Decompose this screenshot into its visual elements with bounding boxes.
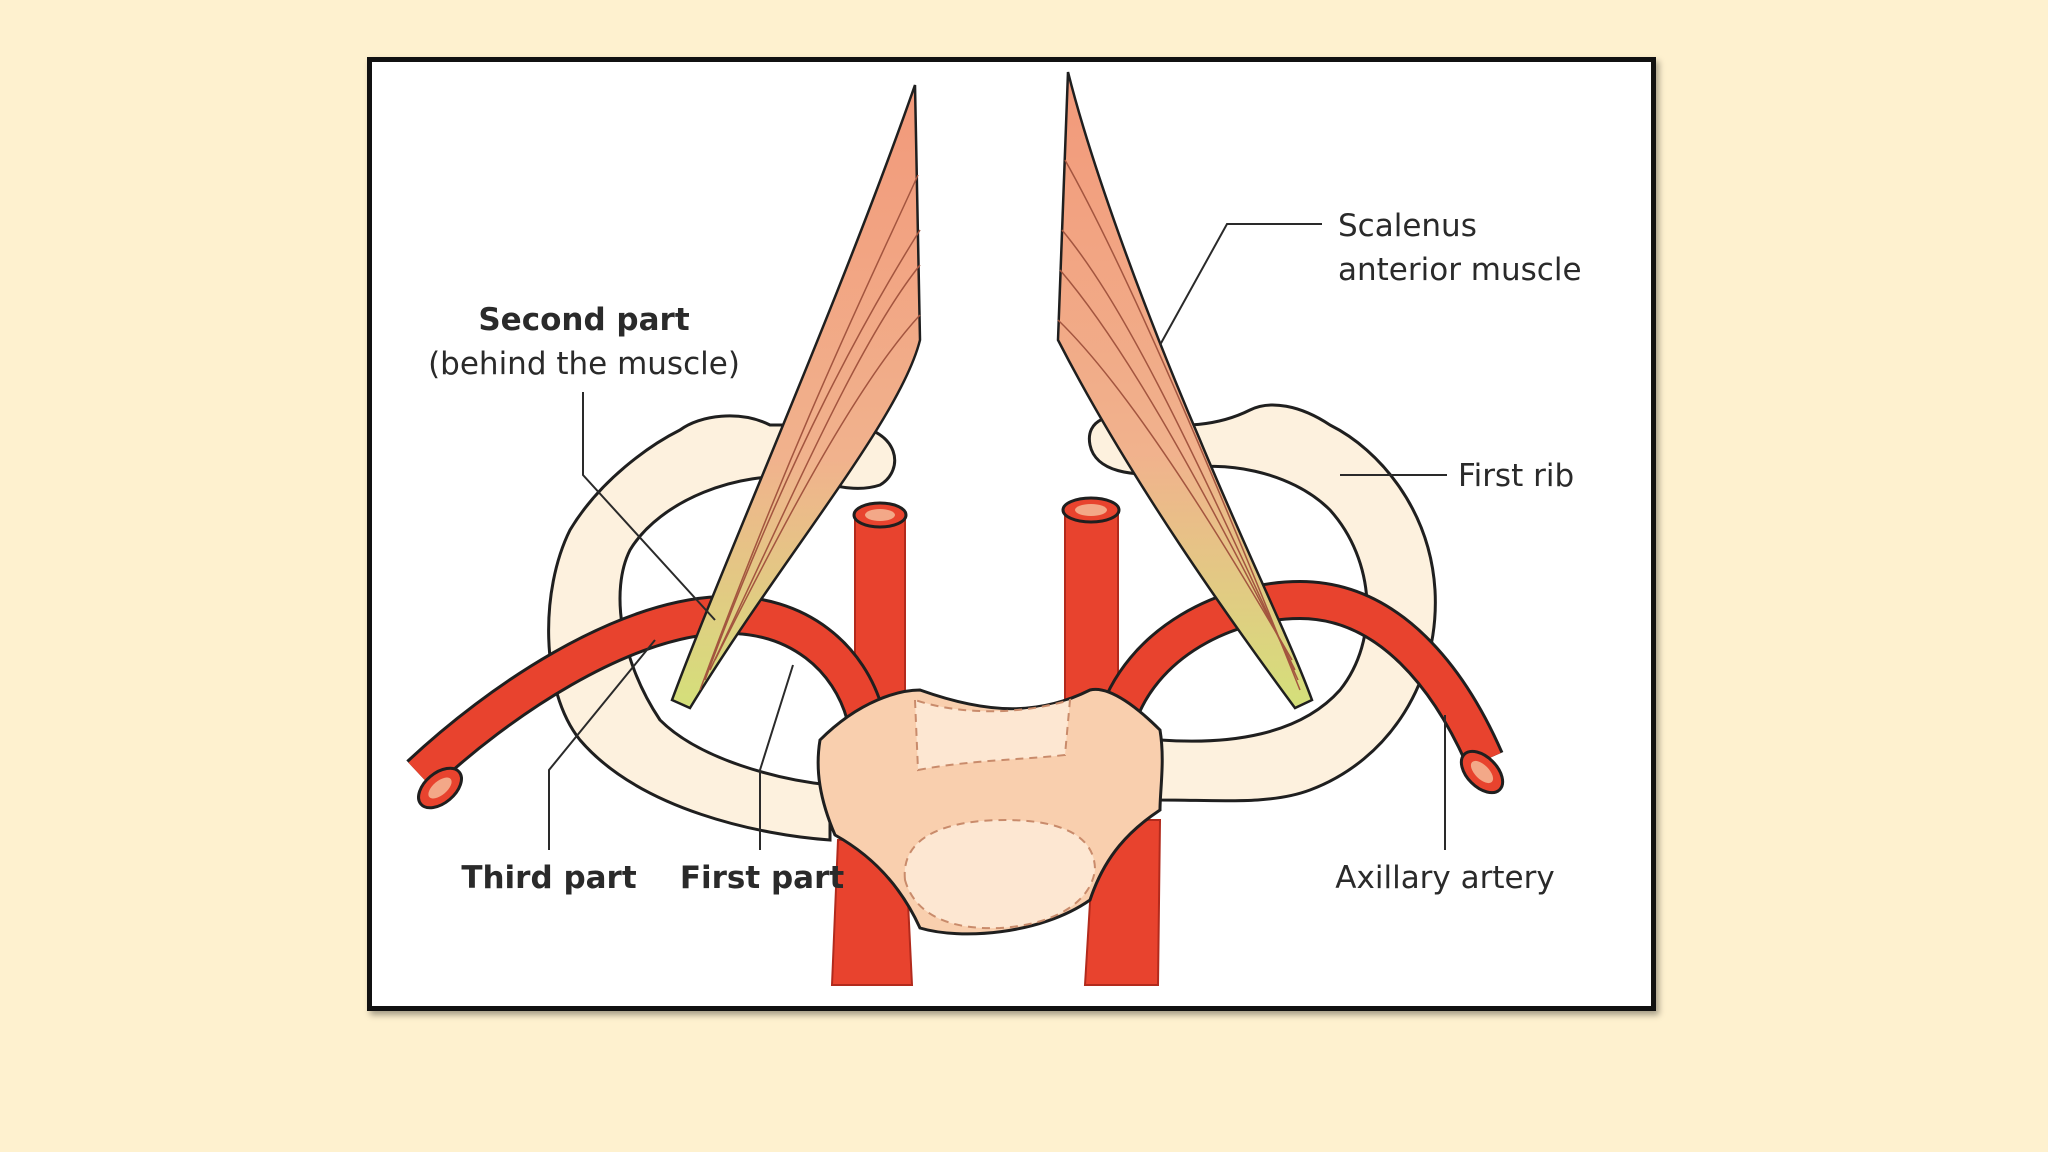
right-scalenus-anterior-muscle xyxy=(1056,71,1314,710)
third-part-leader xyxy=(548,639,656,850)
right-first-rib xyxy=(1087,403,1437,803)
right-subclavian-artery xyxy=(1095,579,1505,795)
label-axillary-artery: Axillary artery xyxy=(1335,860,1554,896)
left-first-rib xyxy=(547,414,897,842)
first-part-leader xyxy=(759,664,794,850)
label-first-part: First part xyxy=(680,860,845,896)
left-common-carotid-artery xyxy=(852,501,908,721)
second-part-leader xyxy=(582,392,716,621)
scalenus-leader xyxy=(1159,223,1322,346)
label-scalenus-line2: anterior muscle xyxy=(1338,252,1582,288)
left-scalenus-anterior-muscle xyxy=(670,84,922,710)
label-first-rib: First rib xyxy=(1458,458,1574,494)
manubrium-sternum xyxy=(816,687,1164,936)
label-third-part: Third part xyxy=(461,860,637,896)
label-second-part: Second part xyxy=(478,302,689,338)
label-scalenus: Scalenus xyxy=(1338,208,1477,244)
right-common-carotid-artery xyxy=(1061,496,1121,721)
label-second-part-subtitle: (behind the muscle) xyxy=(428,346,740,382)
